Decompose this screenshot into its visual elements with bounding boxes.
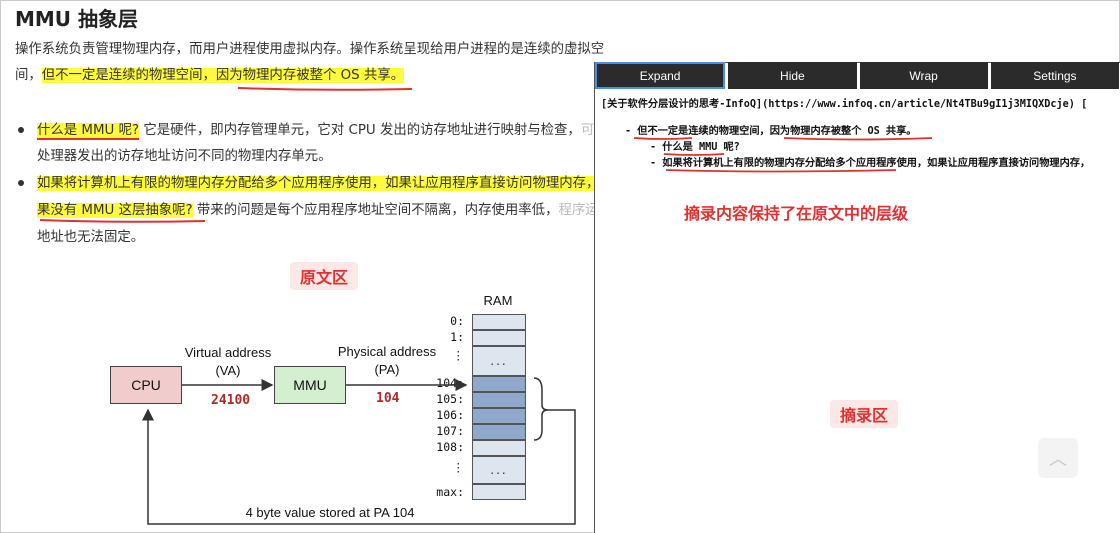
ram-cell-selected xyxy=(472,376,526,392)
bullet-1-line-1: 什么是 MMU 呢? 它是硬件，即内存管理单元，它对 CPU 发出的访存地址进行… xyxy=(37,123,595,138)
article-area: MMU 抽象层 操作系统负责管理物理内存，而用户进程使用虚拟内存。操作系统呈现给… xyxy=(15,7,613,525)
ram-cell-selected xyxy=(472,424,526,440)
paragraph-line-2: 间，但不一定是连续的物理空间，因为物理内存被整个 OS 共享。 xyxy=(15,68,405,83)
excerpt-item-3[interactable]: - 如果将计算机上有限的物理内存分配给多个应用程序使用，如果让应用程序直接访问物… xyxy=(650,158,1091,169)
highlight-shared-memory[interactable]: 但不一定是连续的物理空间，因为物理内存被整个 OS 共享。 xyxy=(41,68,405,83)
annotation-underlines xyxy=(39,87,413,223)
section-heading: MMU 抽象层 xyxy=(15,7,139,31)
pa-abbr: (PA) xyxy=(374,362,400,377)
bullet-dot xyxy=(18,127,24,133)
ram-label: ⋮ xyxy=(452,460,465,474)
ram-cell-ellipsis: ... xyxy=(472,456,526,484)
va-value: 24100 xyxy=(211,393,251,408)
source-area-tag: 原文区 xyxy=(290,262,359,290)
ram-label: 107: xyxy=(436,424,464,438)
hide-button[interactable]: Hide xyxy=(728,62,857,89)
excerpt-annotations xyxy=(633,137,933,173)
va-abbr: (VA) xyxy=(215,363,241,378)
ram-cell-selected xyxy=(472,392,526,408)
excerpt-toolbar: Expand Hide Wrap Settings xyxy=(595,62,1119,89)
pa-label: Physical address xyxy=(337,344,437,359)
hierarchy-note: 摘录内容保持了在原文中的层级 xyxy=(684,204,909,223)
ram-label: max: xyxy=(436,485,464,499)
ram-title: RAM xyxy=(483,293,513,308)
excerpt-area-tag: 摘录区 xyxy=(830,400,899,428)
ram-cell-selected xyxy=(472,408,526,424)
paragraph-line-1: 操作系统负责管理物理内存，而用户进程使用虚拟内存。操作系统呈现给用户进程的是连续… xyxy=(15,42,605,57)
bullet-1-line-2: 处理器发出的访存地址访问不同的物理内存单元。 xyxy=(37,149,332,164)
ram-cell xyxy=(472,484,526,500)
ram-cell xyxy=(472,440,526,456)
excerpt-item-2[interactable]: - 什么是 MMU 呢? xyxy=(650,142,740,153)
diagram-arrows xyxy=(142,377,576,525)
expand-button[interactable]: Expand xyxy=(595,62,726,89)
cpu-box: CPU xyxy=(110,366,182,404)
ram-cell-ellipsis: ... xyxy=(472,346,526,376)
ram-label: 1: xyxy=(450,330,464,344)
settings-button[interactable]: Settings xyxy=(990,62,1119,89)
ram-cell xyxy=(472,330,526,346)
ram-label: 106: xyxy=(436,408,464,422)
bottom-caption: 4 byte value stored at PA 104 xyxy=(245,505,415,520)
bullet-2-line-3: 地址也无法固定。 xyxy=(37,230,145,245)
ram-label: 108: xyxy=(436,440,464,454)
pa-value: 104 xyxy=(376,391,400,406)
mmu-box: MMU xyxy=(274,366,346,404)
ram-label: 0: xyxy=(450,314,464,328)
excerpt-reference-link[interactable]: [关于软件分层设计的思考-InfoQ](https://www.infoq.cn… xyxy=(601,99,1088,110)
bullet-dot xyxy=(18,180,24,186)
highlight-what-is-mmu[interactable]: 什么是 MMU 呢? xyxy=(37,123,140,138)
chevron-up-icon: ︿ xyxy=(1049,449,1067,470)
bullet-2-line-2: 果没有 MMU 这层抽象呢? 带来的问题是每个应用程序地址空间不隔离，内存使用率… xyxy=(37,203,613,218)
ram-label: ⋮ xyxy=(452,348,465,362)
highlight-no-mmu[interactable]: 果没有 MMU 这层抽象呢? xyxy=(37,203,193,218)
ram-label: 105: xyxy=(436,392,464,406)
highlight-limited-memory[interactable]: 如果将计算机上有限的物理内存分配给多个应用程序使用，如果让应用程序直接访问物理内… xyxy=(37,176,600,191)
excerpt-panel xyxy=(594,62,1120,533)
ram-cell xyxy=(472,314,526,330)
excerpt-item-1[interactable]: - 但不一定是连续的物理空间，因为物理内存被整个 OS 共享。 xyxy=(625,126,917,137)
wrap-button[interactable]: Wrap xyxy=(859,62,988,89)
va-label: Virtual address xyxy=(184,345,272,360)
scroll-to-top-button[interactable]: ︿ xyxy=(1038,438,1078,478)
